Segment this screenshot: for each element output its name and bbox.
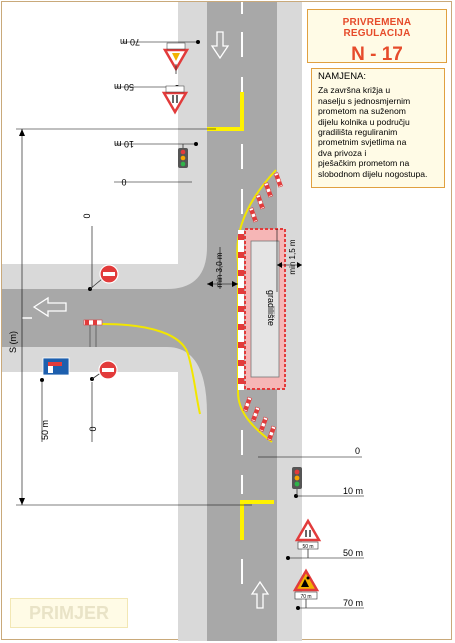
label-bottom-70: 70 m (343, 598, 363, 608)
title-box: PRIVREMENA REGULACIJA N - 17 (307, 9, 447, 65)
label-top-70: 70 m (120, 37, 140, 47)
purpose-heading: NAMJENA: (318, 71, 367, 82)
label-side-50: 50 m (40, 420, 50, 440)
label-min-15: min 1,5 m (288, 239, 297, 274)
worksite-inner (250, 240, 280, 378)
label-s-length: S (m) (8, 331, 18, 353)
purpose-line: dva privoza i (318, 147, 367, 158)
guide-curve-main (236, 169, 277, 443)
traffic-light-icon (178, 144, 188, 168)
example-watermark: PRIMJER (10, 598, 128, 628)
corner-top-left (178, 250, 192, 264)
dimension-dots (40, 40, 300, 610)
label-top-10: 10 m (114, 139, 134, 149)
worksite-label: gradilište (266, 290, 276, 326)
narrowing-warning-sign-icon (161, 91, 189, 115)
diagram-title: PRIVREMENA REGULACIJA (342, 17, 412, 39)
dimension-lines (16, 41, 364, 609)
purpose-box: NAMJENA: Za završna križja u naselju s j… (311, 68, 445, 188)
purpose-line: prometnim svjetlima na (318, 137, 407, 148)
label-top-50: 50 m (114, 82, 134, 92)
barrier-taper-bottom (242, 396, 277, 441)
barrier-column (238, 230, 244, 390)
traffic-light-icon (292, 467, 302, 496)
up-arrow-icon (250, 580, 270, 609)
label-bottom-10: 10 m (343, 486, 363, 496)
roadworks-warning-sign-icon (162, 48, 190, 72)
side-road-barrier (83, 319, 103, 347)
label-bottom-50: 50 m (343, 548, 363, 558)
dead-end-sign-icon (42, 357, 70, 376)
narrowing-warning-sign-icon (294, 518, 322, 542)
purpose-line: pješačkim prometom na (318, 158, 410, 169)
label-zero-right: 0 (355, 446, 360, 456)
side-road (2, 247, 207, 414)
purpose-line: naselju s jednosmjernim (318, 95, 411, 106)
barrier-taper-top (248, 172, 283, 223)
no-entry-sign-icon (91, 360, 118, 380)
down-arrow-icon (210, 31, 230, 60)
purpose-line: slobodnom dijelu nogostupa. (318, 168, 428, 179)
purpose-line: dijelu kolnika u području (318, 116, 410, 127)
guide-curve-side (101, 323, 201, 415)
roadworks-warning-sign-icon (292, 568, 320, 592)
sign-label-50: 50 m (302, 544, 313, 550)
stop-line-bottom (240, 500, 274, 540)
sign-label-70: 70 m (300, 594, 311, 600)
left-arrow-icon (32, 296, 67, 318)
diagram-code: N - 17 (351, 44, 403, 65)
label-zero-top: 0 (121, 177, 126, 187)
label-zero-side-upper: 0 (82, 213, 92, 218)
no-entry-sign-icon (89, 264, 119, 290)
purpose-line: prometom na suženom (318, 106, 406, 117)
label-min-3: min 3,0 m (215, 252, 224, 287)
label-zero-side-lower: 0 (88, 426, 98, 431)
purpose-line: Za završna križja u (318, 85, 391, 96)
purpose-line: gradilišta reguliranim (318, 127, 398, 138)
stop-line-top (207, 92, 244, 131)
